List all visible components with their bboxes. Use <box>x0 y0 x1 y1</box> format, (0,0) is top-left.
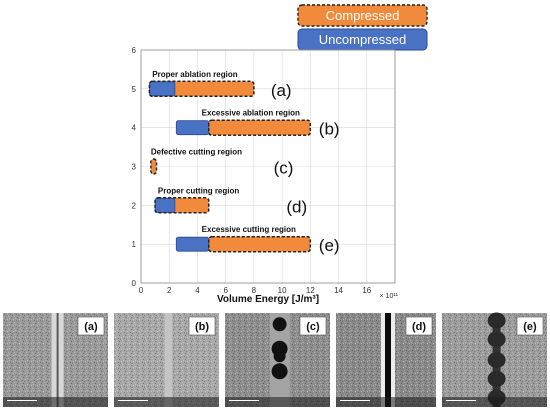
photo-tag-box <box>516 316 544 336</box>
sem-photo-strip: (a) (b) (c) (d) (e) <box>3 312 547 407</box>
region-tag: (b) <box>319 120 340 139</box>
y-tick-label: 3 <box>132 163 137 172</box>
cut-kerf <box>385 313 391 407</box>
uncompressed-bar <box>154 197 176 213</box>
region-bar-group: Proper ablation region (a) <box>148 70 292 100</box>
region-bar-group: Defective cutting region (c) <box>150 148 294 178</box>
sem-photo: (c) <box>225 313 330 407</box>
scale-bar-line <box>340 400 370 401</box>
compressed-bar <box>208 235 312 253</box>
scale-bar-line <box>229 400 259 401</box>
y-tick-label: 5 <box>132 85 137 94</box>
region-bar-group: Excessive ablation region (b) <box>175 109 340 139</box>
scale-bar-strip <box>3 397 108 407</box>
scale-bar-strip <box>225 397 330 407</box>
x-tick-label: 6 <box>223 286 228 295</box>
photo-tag: (b) <box>195 321 209 333</box>
sem-photo: (a) <box>3 313 108 407</box>
region-tag: (a) <box>271 81 292 100</box>
y-tick-label: 0 <box>132 279 137 288</box>
region-label: Proper ablation region <box>152 70 237 79</box>
sem-photo: (d) <box>336 313 436 407</box>
photo-tag: (e) <box>523 321 537 333</box>
photo-tag-box <box>77 316 105 336</box>
x-tick-label: 0 <box>139 286 144 295</box>
photo-tag: (c) <box>306 321 320 333</box>
plot-frame <box>140 49 396 284</box>
region-bar-group: Excessive cutting region (e) <box>175 225 340 255</box>
uncompressed-bar <box>175 120 210 136</box>
x-tick-label: 12 <box>306 286 315 295</box>
x-tick-label: 14 <box>334 286 343 295</box>
uncompressed-bar <box>149 81 176 97</box>
scale-bar-strip <box>442 397 547 407</box>
legend-label: Compressed <box>326 8 400 23</box>
melt-bead <box>487 312 506 329</box>
scale-bar-line <box>446 400 476 401</box>
x-tick-label: 8 <box>252 286 257 295</box>
legend-swatch <box>297 4 428 27</box>
scale-bar-strip <box>336 397 436 407</box>
groove-line <box>56 313 59 407</box>
x-tick-label: 10 <box>278 286 287 295</box>
compressed-bar-outline <box>148 80 255 98</box>
region-bar-group: Proper cutting region (d) <box>154 186 307 216</box>
photo-tag: (a) <box>84 321 98 333</box>
y-tick-label: 4 <box>132 124 137 133</box>
x-tick-label: 16 <box>362 286 371 295</box>
x-tick-label: 4 <box>195 286 200 295</box>
uncompressed-bar <box>175 236 210 252</box>
scale-bar-line <box>7 400 37 401</box>
compressed-bar <box>150 158 158 175</box>
photo-tag: (d) <box>412 321 426 333</box>
ablation-hole <box>272 317 287 332</box>
region-label: Proper cutting region <box>158 186 239 195</box>
compressed-bar <box>208 119 312 136</box>
photo-tag-box <box>299 316 327 336</box>
faint-groove <box>164 313 173 407</box>
scale-bar-line <box>118 400 148 401</box>
melt-bead <box>487 370 506 387</box>
x-axis-label: Volume Energy [J/m³] <box>217 294 319 305</box>
compressed-bar-outline <box>208 235 312 253</box>
compressed-bar-outline <box>208 119 312 136</box>
region-tag: (d) <box>286 197 307 216</box>
region-label: Excessive ablation region <box>202 109 300 118</box>
ablation-hole <box>271 363 288 380</box>
region-tag: (e) <box>319 236 340 255</box>
y-tick-label: 6 <box>132 46 137 55</box>
melt-bead <box>487 331 506 348</box>
scale-bar-strip <box>114 397 219 407</box>
y-tick-label: 1 <box>132 240 137 249</box>
region-tag: (c) <box>274 159 294 178</box>
melt-bead <box>487 352 506 368</box>
sem-photo: (e) <box>442 312 547 407</box>
legend-label: Uncompressed <box>319 32 406 47</box>
x-tick-label: 2 <box>167 286 172 295</box>
photo-tag-box <box>188 316 216 336</box>
photo-tag-box <box>405 316 433 336</box>
region-label: Defective cutting region <box>151 148 242 157</box>
region-label: Excessive cutting region <box>202 225 296 234</box>
ablation-hole <box>273 350 286 363</box>
x-axis-multiplier: × 10¹¹ <box>380 293 399 300</box>
sem-photo: (b) <box>114 313 219 407</box>
compressed-bar-outline <box>154 197 210 214</box>
y-tick-label: 2 <box>132 201 137 210</box>
